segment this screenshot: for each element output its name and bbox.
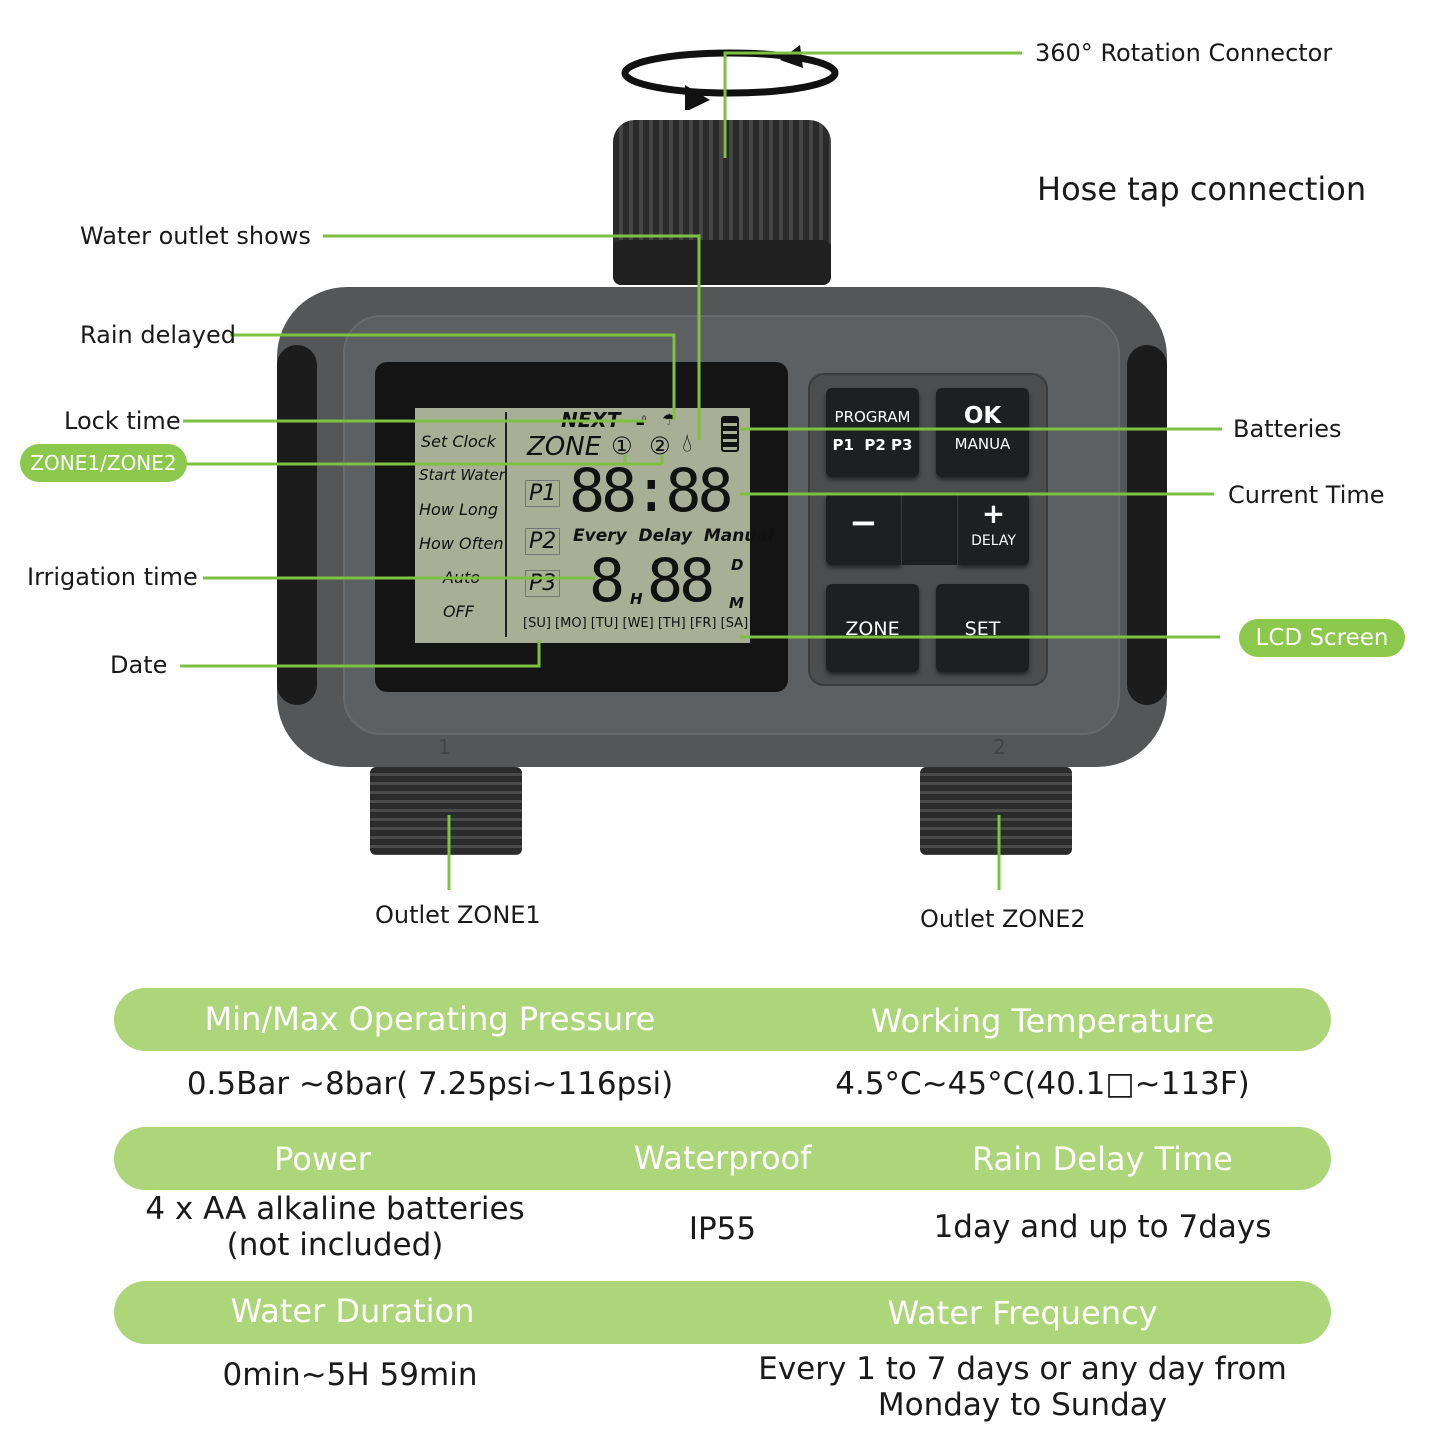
button-spacer [902,493,957,565]
rain-delay-value: 1day and up to 7days [933,1209,1272,1245]
lcd-p1: P1 [525,480,561,507]
pressure-label: Min/Max Operating Pressure [204,1000,656,1038]
label-outlet-zone1: Outlet ZONE1 [375,901,541,929]
zone-label: ZONE [845,618,900,640]
outlet-mark-1: 1 [438,735,451,759]
label-rotation-connector: 360° Rotation Connector [1035,39,1333,67]
duration-value: 0min~5H 59min [222,1357,478,1393]
lock-icon: 🔓︎ [636,410,647,429]
zone-button[interactable]: ZONE [826,584,919,672]
waterproof-label: Waterproof [633,1139,812,1177]
set-label: SET [964,618,1001,640]
lcd-clock: 88:88 [569,456,734,526]
lcd-modes: Every Delay Manual [573,526,774,546]
label-outlet-zone2: Outlet ZONE2 [920,905,1086,933]
water-drop-icon: 💧︎ [682,428,693,458]
minus-label: − [849,503,878,543]
lcd-menu-start-water: Start Water [419,466,505,484]
lcd-menu-off: OFF [443,602,474,621]
lcd-h-unit: H [630,590,643,608]
power-value: 4 x AA alkaline batteries (not included) [130,1191,540,1263]
temperature-value: 4.5°C~45°C(40.1□~113F) [835,1066,1250,1102]
rotation-arrows-icon [621,45,839,110]
rain-cloud-icon: ☂ [662,410,677,429]
lcd-next: NEXT [561,408,621,432]
outlet-mark-2: 2 [993,735,1006,759]
label-hose-tap: Hose tap connection [1037,170,1367,208]
lcd-p3: P3 [525,570,561,597]
lcd-menu-set-clock: Set Clock [421,432,496,451]
program-sub-label: P1 P2 P3 [832,436,913,454]
temperature-label: Working Temperature [870,1002,1215,1040]
left-grip [277,345,317,705]
pressure-value: 0.5Bar ~8bar( 7.25psi~116psi) [186,1066,674,1102]
lcd-menu-how-often: How Often [419,534,504,553]
battery-icon [721,416,739,452]
lcd-d-unit: D [731,556,744,574]
program-button[interactable]: PROGRAM P1 P2 P3 [826,388,919,477]
ok-label: OK [963,403,1002,429]
label-current-time: Current Time [1228,481,1385,509]
ok-button[interactable]: OK MANUA [936,388,1029,477]
waterproof-value: IP55 [688,1211,757,1247]
label-batteries: Batteries [1233,415,1342,443]
hose-connector-base [613,240,831,285]
frequency-label: Water Frequency [887,1294,1158,1332]
outlet-zone2-thread [920,767,1072,855]
minus-button[interactable]: − [826,493,901,565]
power-value-line-2: (not included) [226,1226,444,1263]
lcd-days: [SU] [MO] [TU] [WE] [TH] [FR] [SA] [523,616,749,631]
lcd-menu-auto: Auto [443,568,481,587]
program-label: PROGRAM [834,408,911,426]
rain-delay-label: Rain Delay Time [972,1140,1233,1178]
lcd-minutes: 88 [647,546,715,616]
lcd-screen: Set Clock Start Water How Long How Often… [415,408,774,643]
spec-header-row-1 [114,988,1331,1051]
lcd-m-unit: M [729,594,744,612]
plus-delay-button[interactable]: + DELAY [958,493,1029,565]
lcd-hours: 8 [589,546,626,616]
lcd-p2: P2 [525,528,561,555]
ok-sub-label: MANUA [954,435,1011,453]
plus-label: + [981,497,1006,530]
duration-label: Water Duration [230,1292,475,1330]
outlet-zone1-thread [370,767,522,855]
label-irrigation-time: Irrigation time [27,563,198,591]
frequency-value-line-1: Every 1 to 7 days or any day from [758,1351,1287,1387]
spec-header-row-2 [114,1127,1331,1190]
power-value-line-1: 4 x AA alkaline batteries [145,1191,525,1227]
spec-header-row-3 [114,1281,1331,1344]
zone-badge: ZONE1/ZONE2 [20,444,187,482]
label-date: Date [110,651,168,679]
right-grip [1127,345,1167,705]
frequency-value: Every 1 to 7 days or any day from Monday… [740,1351,1305,1423]
lcd-screen-badge: LCD Screen [1239,619,1405,657]
set-button[interactable]: SET [936,584,1029,672]
label-water-outlet: Water outlet shows [80,222,311,250]
frequency-value-line-2: Monday to Sunday [877,1386,1168,1423]
lcd-menu-how-long: How Long [419,500,498,519]
delay-label: DELAY [971,533,1016,549]
power-label: Power [274,1140,371,1178]
label-rain-delayed: Rain delayed [80,321,236,349]
label-lock-time: Lock time [64,407,181,435]
